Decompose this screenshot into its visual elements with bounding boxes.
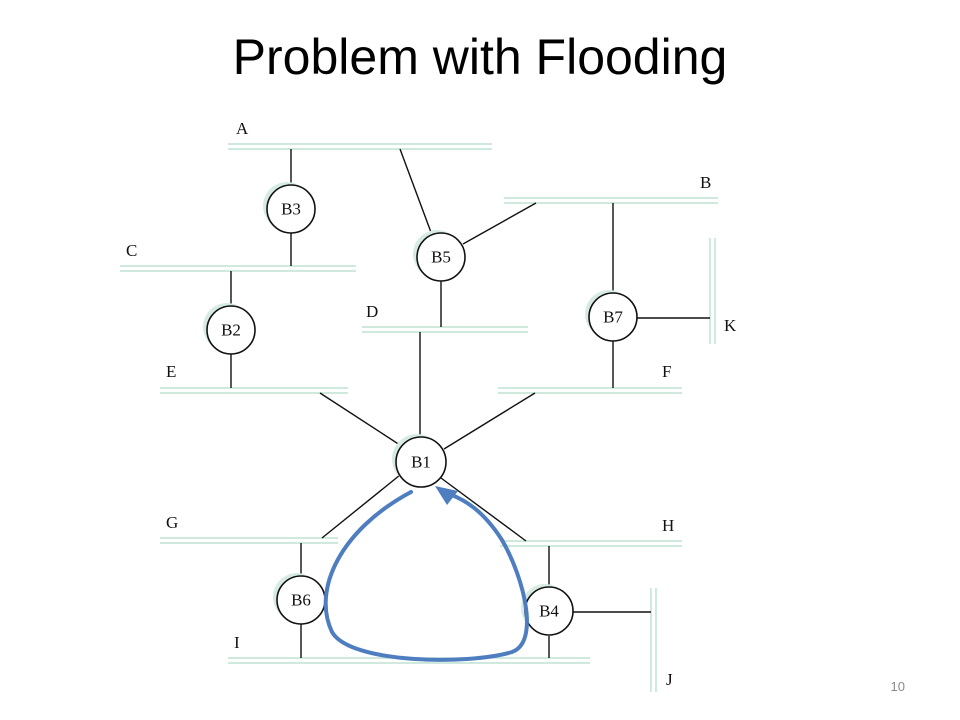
lan-segment-e — [160, 387, 348, 394]
lan-segment-k — [709, 238, 716, 344]
lan-segment-d — [362, 326, 528, 333]
lan-label-b: B — [700, 173, 711, 192]
link-b1-h — [440, 477, 527, 542]
lan-segment-g — [160, 537, 338, 544]
lan-segment-j — [650, 588, 657, 692]
lan-segments — [120, 143, 718, 692]
lan-labels: A B C D E F G H I J K — [126, 119, 737, 689]
lan-label-e: E — [166, 362, 176, 381]
bridge-label-b3: B3 — [281, 200, 301, 219]
lan-segment-c — [120, 265, 356, 272]
link-f-b1 — [443, 392, 536, 450]
bridge-label-b5: B5 — [431, 248, 451, 267]
bridge-b7: B7 — [585, 290, 638, 342]
bridge-label-b4: B4 — [539, 602, 559, 621]
curved-arrow-icon — [323, 486, 529, 662]
lan-label-f: F — [662, 362, 671, 381]
lan-label-k: K — [724, 316, 737, 335]
lan-segment-b — [504, 197, 718, 204]
lan-segment-f — [498, 387, 682, 394]
lan-label-i: I — [234, 633, 240, 652]
lan-segment-h — [500, 540, 682, 547]
lan-label-g: G — [166, 513, 178, 532]
bridge-b1: B1 — [392, 434, 447, 488]
bridge-b3: B3 — [263, 182, 316, 234]
lan-segment-a — [228, 143, 492, 150]
bridge-label-b7: B7 — [603, 308, 623, 327]
lan-label-c: C — [126, 241, 137, 260]
bridge-b5: B5 — [413, 230, 466, 282]
page-number: 10 — [890, 679, 905, 694]
bridge-b6: B6 — [273, 573, 326, 625]
link-e-b1 — [319, 392, 404, 448]
link-a-b5 — [399, 148, 433, 236]
lan-label-j: J — [666, 670, 673, 689]
bridge-b2: B2 — [203, 303, 256, 355]
bridge-label-b1: B1 — [411, 453, 431, 472]
bridge-label-b2: B2 — [221, 321, 241, 340]
lan-label-d: D — [366, 302, 378, 321]
link-b1-g — [321, 474, 401, 539]
lan-label-a: A — [236, 119, 249, 138]
link-b5-b — [462, 202, 537, 245]
lan-label-h: H — [662, 516, 674, 535]
slide-title: Problem with Flooding — [232, 29, 728, 85]
bridge-b4: B4 — [521, 584, 574, 636]
bridge-label-b6: B6 — [291, 591, 311, 610]
bridge-links — [230, 148, 710, 658]
